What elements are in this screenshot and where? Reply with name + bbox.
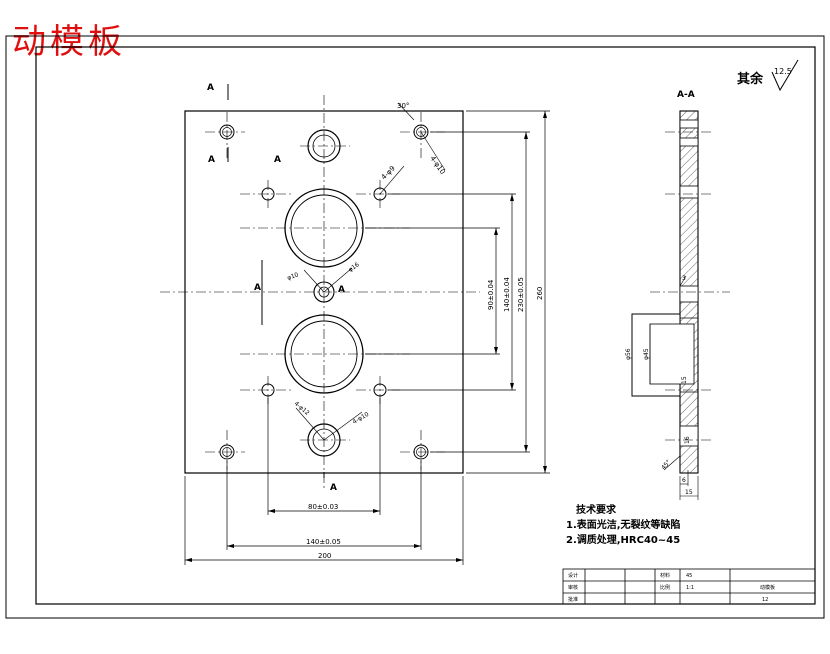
section-dim-6: 6 (682, 477, 686, 484)
section-view (631, 110, 730, 500)
tech-line-2: 2.调质处理,HRC40~45 (566, 535, 681, 546)
section-dim-15a: 15 (681, 376, 688, 384)
dim-140-vertical: 140±0.04 (503, 277, 511, 312)
material-label: 材料 (660, 572, 670, 579)
section-dim-16: 16 (684, 436, 691, 444)
check-label: 审核 (568, 584, 578, 591)
dim-230: 230±0.05 (517, 277, 525, 312)
tech-heading: 技术要求 (576, 505, 616, 516)
scale-value: 1:1 (686, 585, 694, 591)
section-mark-6: A (330, 483, 337, 493)
dim-90: 90±0.04 (487, 279, 495, 310)
hole-dim-d: φ16 (347, 261, 361, 273)
roughness-label: 其余 (737, 71, 764, 87)
design-label: 设计 (568, 572, 578, 579)
scale-label: 比例 (660, 584, 670, 591)
part-name: 动模板 (760, 584, 775, 591)
material-value: 45 (686, 573, 692, 579)
approve-label: 批准 (568, 596, 578, 603)
section-mark-5: A (338, 285, 345, 295)
hole-dim-c: φ10 (286, 271, 299, 282)
section-view-label: A-A (677, 90, 695, 100)
section-dim-45: φ45 (643, 348, 650, 360)
roughness-symbol: 其余 12.5 (737, 59, 799, 92)
hole-dim-a: 4-φ10 (428, 155, 446, 176)
section-dim-56: φ56 (625, 348, 632, 360)
section-mark-4: A (254, 283, 261, 293)
section-dim-45deg: 45° (660, 459, 672, 472)
dim-260: 260 (536, 287, 544, 300)
section-mark-1: A (207, 83, 214, 93)
section-dim-3: 3 (682, 275, 686, 282)
front-view (160, 84, 550, 565)
roughness-value: 12.5 (774, 67, 792, 76)
tech-line-1: 1.表面光洁,无裂纹等缺陷 (566, 520, 681, 531)
outer-frame (5, 35, 825, 619)
inner-frame (35, 46, 816, 605)
section-dim-15b: 15 (685, 489, 693, 496)
chamfer-dim: 30° (397, 102, 409, 110)
title-block (562, 568, 816, 605)
sheet-number: 12 (762, 597, 768, 603)
section-mark-3: A (274, 155, 281, 165)
dim-80: 80±0.03 (308, 503, 338, 511)
dim-140-horizontal: 140±0.05 (306, 538, 341, 546)
technical-requirements: 技术要求 1.表面光洁,无裂纹等缺陷 2.调质处理,HRC40~45 (566, 503, 681, 548)
dim-200: 200 (318, 552, 331, 560)
section-mark-2: A (208, 155, 215, 165)
drawing-title: 动模板 (12, 22, 126, 62)
hole-dim-b: 4-φ9 (380, 164, 397, 181)
